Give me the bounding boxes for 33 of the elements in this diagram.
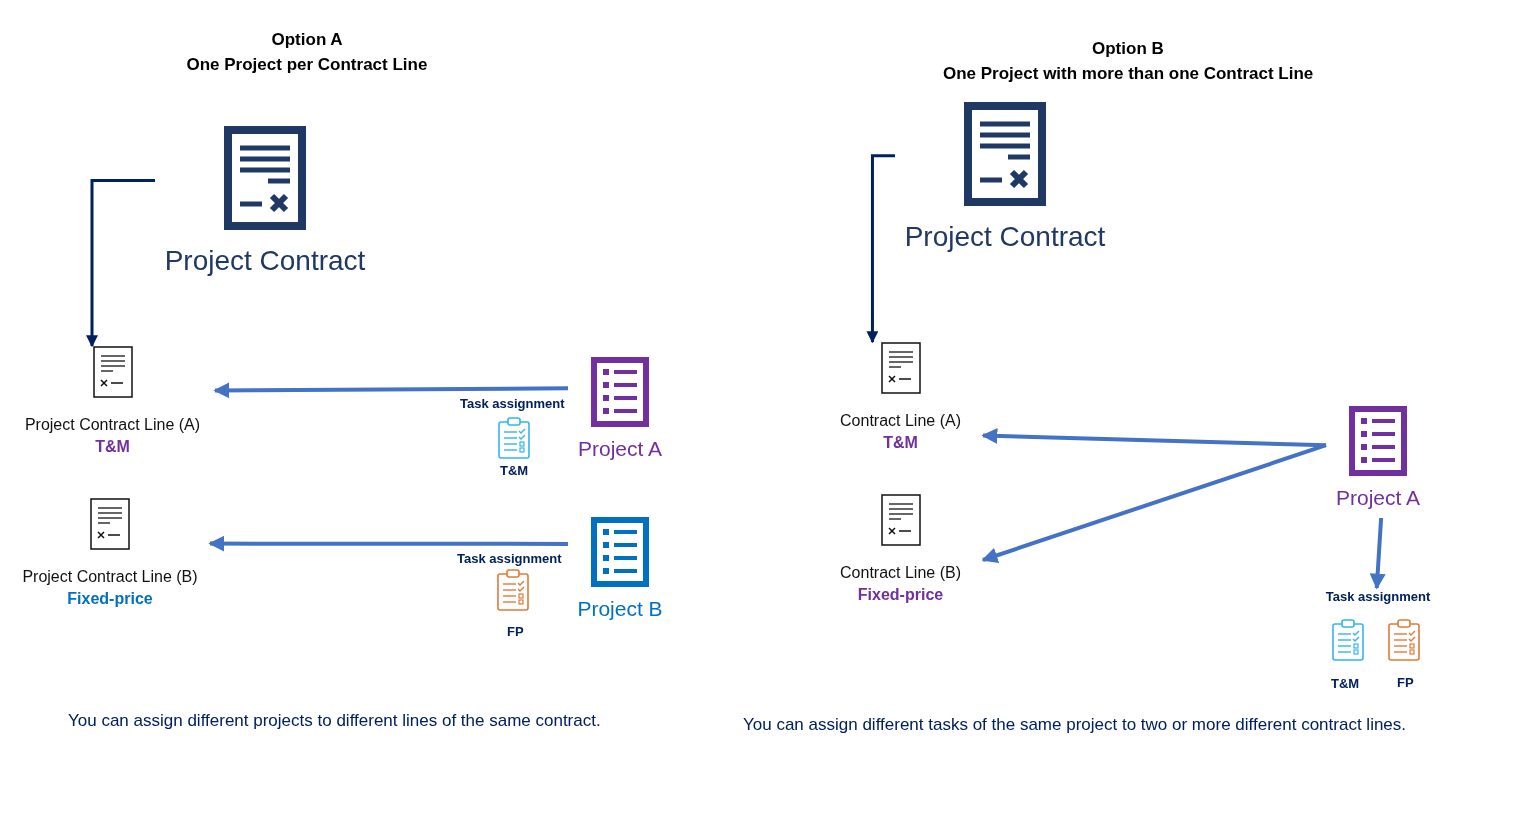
heading: One Project with more than one Contract Line <box>943 64 1314 84</box>
heading: Option B <box>1092 39 1164 59</box>
edge-label: Task assignment <box>457 551 562 566</box>
arrow <box>866 154 895 344</box>
node-label: Project A <box>577 436 662 462</box>
type-label: T&M <box>95 436 130 457</box>
node-label: Contract Line (A) <box>840 411 961 431</box>
type-label: T&M <box>1331 676 1360 691</box>
node-label: Contract Line (B) <box>840 563 961 583</box>
node-label: Project B <box>577 596 663 622</box>
node-label: Project A <box>1335 485 1420 511</box>
heading: One Project per Contract Line <box>186 55 428 75</box>
node-title: Project Contract <box>164 244 366 278</box>
edge-label: Task assignment <box>460 396 565 411</box>
type-label: T&M <box>500 463 529 478</box>
arrow <box>981 428 1327 448</box>
node-title: Project Contract <box>904 220 1106 254</box>
heading: Option A <box>271 30 343 50</box>
type-label: FP <box>507 624 524 639</box>
arrow <box>1369 517 1386 590</box>
node-label: Project Contract Line (A) <box>24 415 201 435</box>
type-label: T&M <box>883 432 918 453</box>
node-label: Project Contract Line (B) <box>22 567 198 587</box>
type-label: Fixed-price <box>67 588 153 609</box>
type-label: Fixed-price <box>857 584 944 605</box>
arrow <box>213 382 568 399</box>
arrow <box>208 535 568 552</box>
type-label: FP <box>1397 675 1414 690</box>
node-label: Task assignment <box>1325 588 1431 606</box>
caption: You can assign different tasks of the same project to two or more different contract lines. <box>743 715 1407 735</box>
arrow <box>981 443 1327 563</box>
arrow <box>86 179 155 348</box>
caption: You can assign different projects to different lines of the same contract. <box>68 711 601 731</box>
